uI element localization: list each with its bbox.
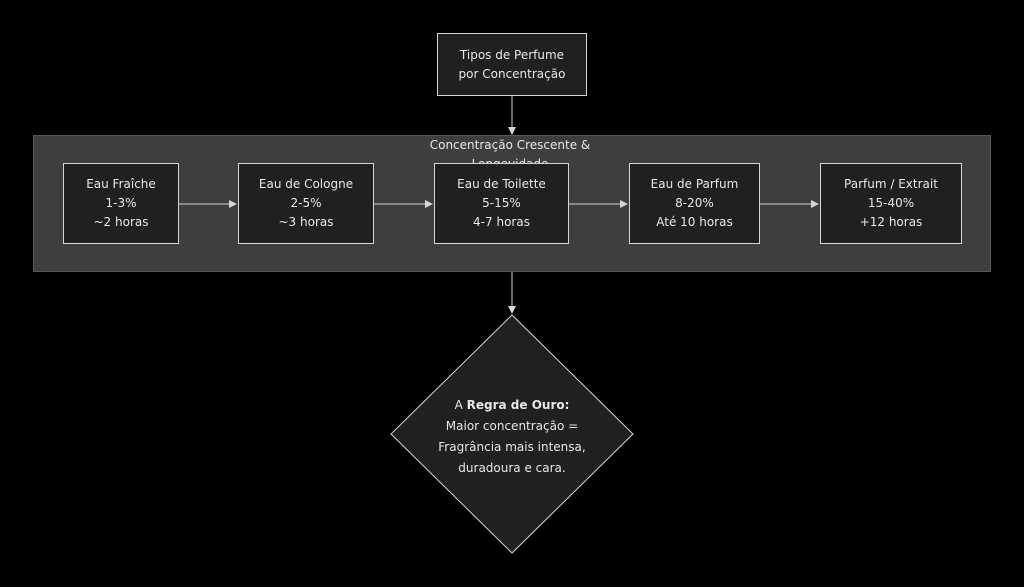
group-title-line2: Longevidade — [400, 155, 620, 163]
stage-name: Eau de Toilette — [457, 177, 546, 191]
node-eau-de-cologne: Eau de Cologne 2-5% ~3 horas — [238, 163, 374, 244]
node-perfume-types-line2: por Concentração — [458, 66, 566, 81]
stage-concentration: 8-20% — [675, 196, 714, 210]
node-perfume-types: Tipos de Perfume por Concentração — [437, 33, 587, 96]
stage-duration: ~2 horas — [93, 215, 149, 229]
stage-duration: ~3 horas — [278, 215, 334, 229]
stage-name: Eau de Parfum — [650, 177, 739, 191]
group-title-line1: Concentração Crescente & — [429, 138, 591, 152]
rule-line4: duradoura e cara. — [458, 461, 566, 475]
stage-concentration: 2-5% — [290, 196, 322, 210]
node-eau-fraiche: Eau Fraîche 1-3% ~2 horas — [63, 163, 179, 244]
group-title: Concentração Crescente & Longevidade — [400, 136, 620, 163]
stage-name: Eau de Cologne — [258, 177, 354, 191]
node-parfum-extrait: Parfum / Extrait 15-40% +12 horas — [820, 163, 962, 244]
node-perfume-types-line1: Tipos de Perfume — [459, 47, 565, 62]
stage-duration: Até 10 horas — [656, 215, 733, 229]
stage-concentration: 15-40% — [867, 196, 915, 210]
rule-text: A Regra de Ouro: Maior concentração = Fr… — [410, 395, 614, 479]
rule-prefix: A — [454, 398, 467, 412]
node-eau-de-parfum: Eau de Parfum 8-20% Até 10 horas — [629, 163, 760, 244]
stage-concentration: 1-3% — [105, 196, 137, 210]
stage-name: Eau Fraîche — [86, 177, 156, 191]
rule-title: Regra de Ouro: — [466, 398, 570, 412]
rule-diamond — [390, 314, 634, 554]
rule-heading: A Regra de Ouro: — [410, 395, 614, 416]
stage-duration: 4-7 horas — [473, 215, 530, 229]
rule-line3: Fragrância mais intensa, — [438, 440, 586, 454]
stage-concentration: 5-15% — [482, 196, 521, 210]
stage-name: Parfum / Extrait — [844, 177, 938, 191]
stage-duration: +12 horas — [859, 215, 923, 229]
rule-line2: Maior concentração = — [445, 419, 579, 433]
node-eau-de-toilette: Eau de Toilette 5-15% 4-7 horas — [434, 163, 569, 244]
